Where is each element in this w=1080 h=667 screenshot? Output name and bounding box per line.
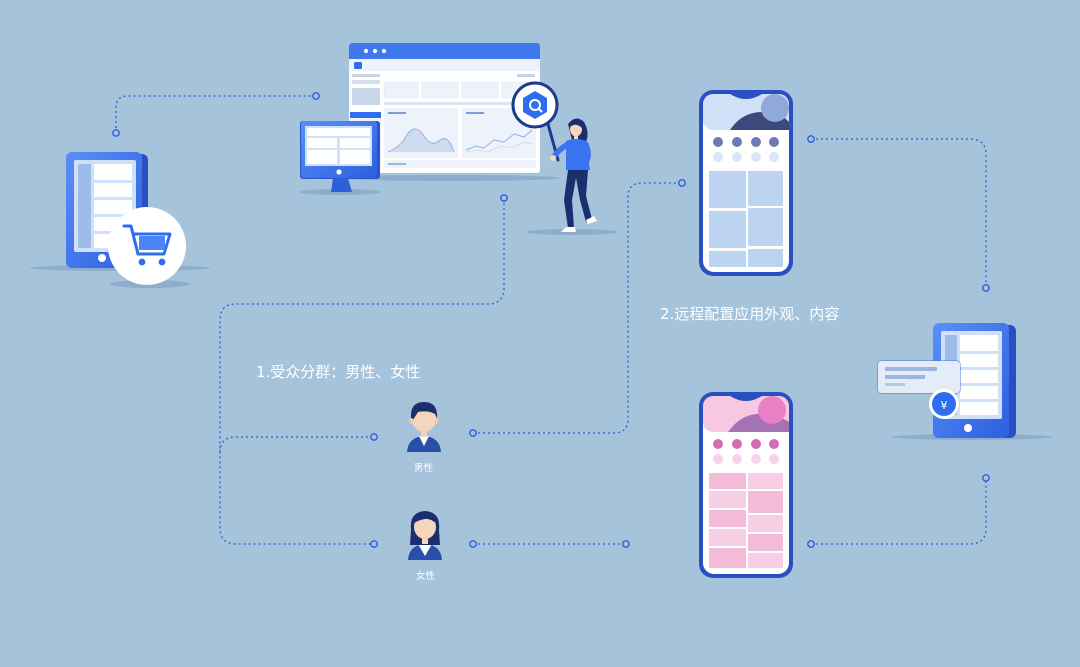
phone-variant-a [699,90,793,276]
monitor-illustration [300,121,380,195]
shopping-cart-icon [122,224,172,256]
connector-split-male [219,436,374,453]
payment-device-illustration: ¥ [877,323,1052,440]
connector-male-phone-a [473,182,682,434]
male-avatar [407,402,441,452]
step-2-caption: 2.远程配置应用外观、内容 [660,305,840,323]
step-1-caption: 1.受众分群：男性、女性 [256,363,421,381]
magnifier-icon [511,81,560,162]
dashboard-line-chart [465,129,533,151]
yuan-coin-icon [932,392,956,416]
connector-tablet-dashboard [115,95,316,133]
dashboard-area-chart [388,128,454,152]
tablet-shop-illustration [30,152,210,288]
connector-dashboard-audience [219,198,505,545]
dashboard-sidebar-button[interactable] [350,112,381,118]
female-avatar [408,511,442,560]
phone-b-dots [713,439,779,464]
cart-basket [139,236,165,250]
phone-a-dots [713,137,779,162]
connector-nodes [112,92,990,548]
connector-phone-a-device [811,138,987,288]
phone-variant-b [699,392,793,578]
svg-text:¥: ¥ [941,399,948,412]
connector-phone-b-device [811,478,987,545]
presenter-figure [526,118,618,235]
male-label: 男性 [414,463,434,474]
connectors [115,95,987,545]
female-label: 女性 [416,571,436,582]
